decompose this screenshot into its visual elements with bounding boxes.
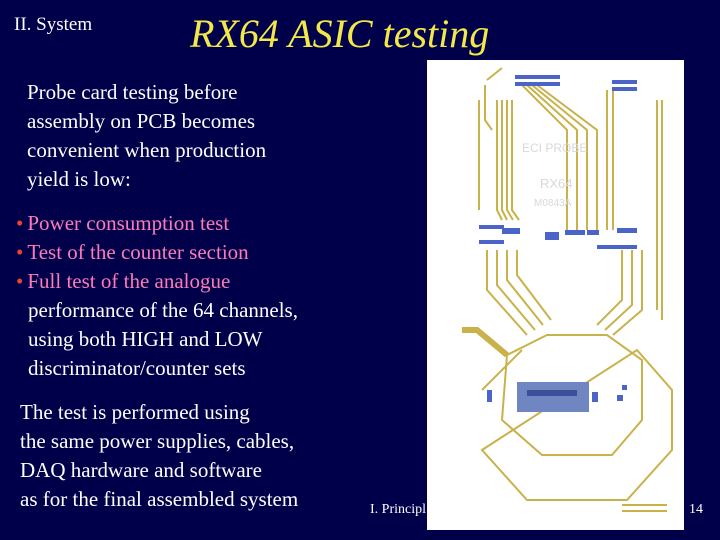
closing-line: as for the final assembled system — [20, 487, 299, 511]
pcb-labels: ECI PROBE RX64 M0843A — [522, 141, 587, 209]
pcb-pads — [479, 75, 637, 412]
intro-paragraph: Probe card testing before assembly on PC… — [27, 78, 327, 194]
closing-paragraph: The test is performed using the same pow… — [20, 398, 350, 514]
bullet-text: Test of the counter section — [27, 240, 249, 264]
closing-line: the same power supplies, cables, — [20, 429, 295, 453]
intro-line: assembly on PCB becomes — [27, 109, 256, 133]
bullet-item: •Power consumption test — [16, 209, 298, 238]
section-label: II. System — [14, 14, 93, 35]
bullet-list: •Power consumption test •Test of the cou… — [16, 209, 298, 383]
pcb-label-probe: ECI PROBE — [522, 141, 587, 155]
intro-line: Probe card testing before — [27, 80, 238, 104]
bullet-dot-icon: • — [16, 211, 24, 235]
pcb-drawing: ECI PROBE RX64 M0843A — [462, 67, 673, 512]
bullet-item: •Test of the counter section — [16, 238, 298, 267]
pcb-label-rx64: RX64 — [540, 176, 573, 191]
bullet-dot-icon: • — [16, 269, 24, 293]
closing-line: The test is performed using — [20, 400, 250, 424]
pcb-traces — [462, 67, 673, 512]
page-number: 14 — [689, 502, 703, 517]
probe-card-layout-image: ECI PROBE RX64 M0843A — [427, 60, 684, 530]
intro-line: convenient when production — [27, 138, 267, 162]
footer-label: I. Principl — [370, 502, 426, 517]
bullet-continuation: performance of the 64 channels, — [28, 298, 298, 322]
intro-line: yield is low: — [27, 167, 131, 191]
bullet-item: •Full test of the analogue performance o… — [16, 267, 298, 383]
bullet-continuation: using both HIGH and LOW — [28, 327, 263, 351]
bullet-continuation: discriminator/counter sets — [28, 356, 246, 380]
bullet-dot-icon: • — [16, 240, 24, 264]
bullet-text: Full test of the analogue — [27, 269, 231, 293]
closing-line: DAQ hardware and software — [20, 458, 262, 482]
bullet-text: Power consumption test — [27, 211, 230, 235]
pcb-label-code: M0843A — [534, 198, 572, 209]
slide-title: RX64 ASIC testing — [190, 11, 490, 56]
